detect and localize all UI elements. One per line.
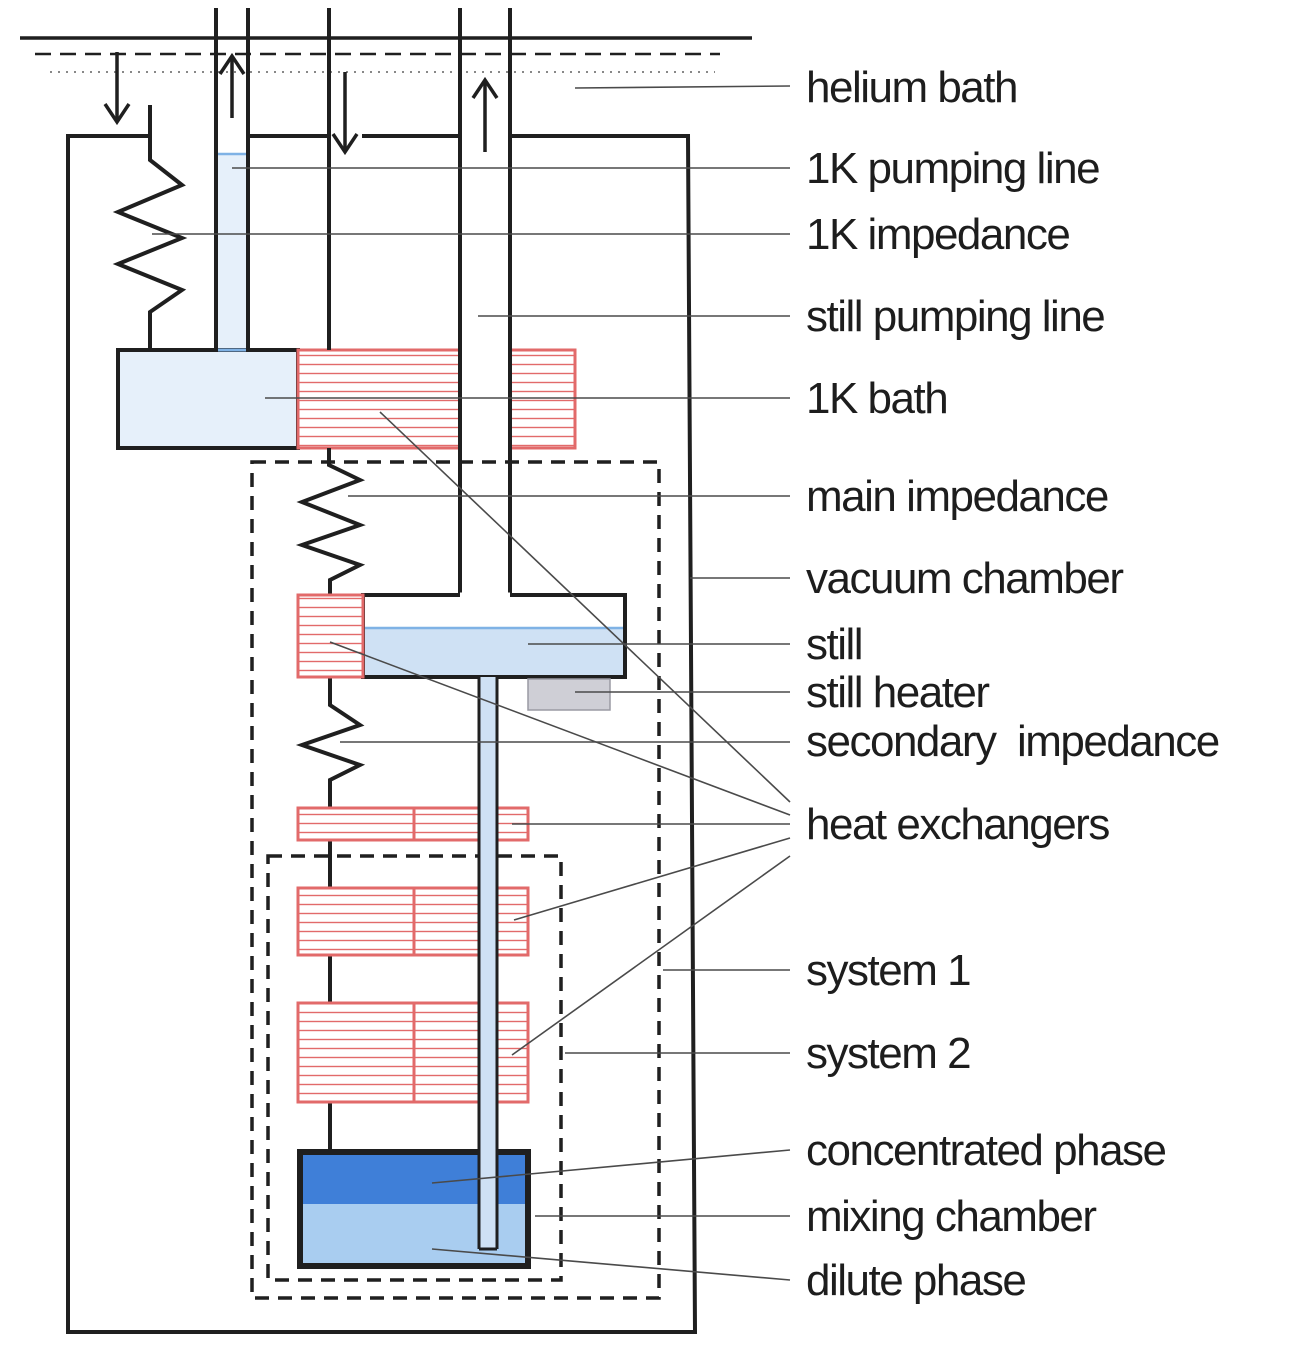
label-mixing-chamber: mixing chamber <box>806 1192 1096 1241</box>
down-arrow-icon <box>103 52 131 126</box>
label-main-impedance: main impedance <box>806 472 1108 521</box>
label-vacuum-chamber: vacuum chamber <box>806 554 1123 603</box>
still-line-heat-exchanger <box>508 348 577 450</box>
label-dilute-phase: dilute phase <box>806 1256 1025 1305</box>
label-heat-exchangers: heat exchangers <box>806 800 1109 849</box>
label-1k-impedance: 1K impedance <box>806 210 1069 259</box>
label-secondary-impedance: secondary impedance <box>806 717 1219 766</box>
vacuum-chamber <box>66 133 698 1334</box>
label-still-pumping-line: still pumping line <box>806 292 1104 341</box>
label-still-heater: still heater <box>806 668 989 717</box>
k-bath <box>116 348 300 450</box>
down-arrow-icon <box>331 72 359 156</box>
up-arrow-icon <box>471 76 499 152</box>
still <box>361 592 627 679</box>
label-system-2: system 2 <box>806 1029 970 1078</box>
dilute-return-tube <box>477 677 499 1251</box>
k-bath-heat-exchanger <box>296 348 462 450</box>
step-heat-exchanger <box>296 1001 530 1104</box>
leader-lines <box>152 85 791 1281</box>
step-heat-exchanger <box>296 886 530 957</box>
helium-bath-surface <box>20 36 752 73</box>
condensing-line <box>295 8 366 1150</box>
label-system-1: system 1 <box>806 946 970 995</box>
label-1k-bath: 1K bath <box>806 374 947 423</box>
label-helium-bath: helium bath <box>806 63 1017 112</box>
label-concentrated-phase: concentrated phase <box>806 1126 1166 1175</box>
k-fill-line <box>112 105 188 350</box>
step-heat-exchanger <box>296 806 530 842</box>
still-heat-exchanger <box>296 593 365 679</box>
up-arrow-icon <box>218 52 246 118</box>
still-heater <box>527 678 611 711</box>
label-still: still <box>806 620 862 669</box>
label-1k-pumping-line: 1K pumping line <box>806 144 1099 193</box>
k-pumping-line <box>214 8 250 350</box>
system-2-boundary <box>266 854 563 1282</box>
still-pumping-line <box>458 8 512 595</box>
